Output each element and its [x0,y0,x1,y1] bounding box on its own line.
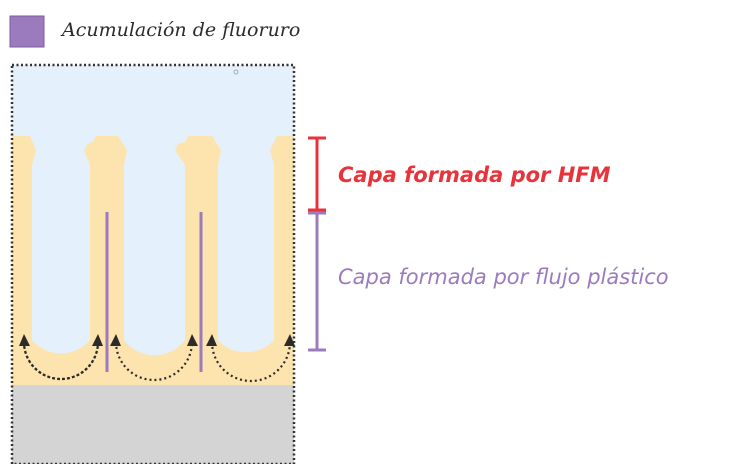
arrow-heads [19,334,295,346]
arrowhead-3l [206,334,217,346]
diagram-frame [10,63,296,464]
small-circle [233,69,239,75]
oxide-notch-2 [170,136,188,144]
arrowhead-2r [187,334,198,346]
flow-arrow-2 [114,341,194,382]
arrowhead-1r [92,334,103,346]
flow-arrow-1b [22,341,100,381]
flow-arrow-3 [210,341,292,383]
arrowhead-2l [110,334,121,346]
arrowhead-3r [284,334,295,346]
electrolyte-region [12,65,294,365]
hfm-marker [308,136,326,212]
flow-arrows [22,341,292,383]
hfm-layer-label: Capa formada por HFM [338,163,611,187]
plastic-marker [308,211,326,352]
oxide-notch-1 [76,136,96,145]
legend-swatch [9,15,45,48]
legend-label: Acumulación de fluoruro [60,19,300,41]
oxide-layer [12,136,294,385]
plastic-layer-label: Capa formada por flujo plástico [338,265,669,289]
arrowhead-1l [19,334,30,346]
